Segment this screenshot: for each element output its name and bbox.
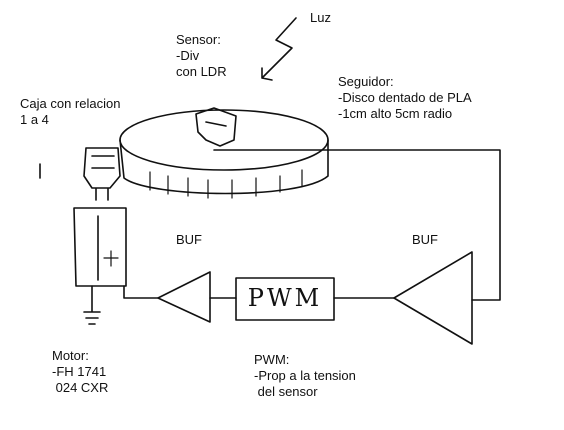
gearbox — [83, 147, 121, 201]
disc-teeth — [149, 169, 303, 199]
sensor-label: Sensor: -Div con LDR — [176, 32, 227, 80]
gearbox-label-line: 1 a 4 — [20, 112, 49, 127]
buffer-left-label: BUF — [176, 232, 202, 247]
sensor-label-line: -Div — [176, 48, 200, 63]
pwm-block-label: PWM — [247, 284, 323, 312]
disc-top — [119, 109, 329, 171]
seguidor-label: Seguidor: -Disco dentado de PLA -1cm alt… — [338, 74, 472, 122]
buffer-left — [157, 271, 211, 323]
pwm-block — [235, 277, 335, 321]
motor-label-line: 024 CXR — [52, 380, 109, 395]
gearbox-label-line: Caja con relacion — [20, 96, 121, 111]
gearbox-label: Caja con relacion 1 a 4 — [20, 96, 120, 128]
motor-body — [73, 207, 127, 287]
ground-symbol — [83, 285, 101, 325]
pwm-note-line: PWM: — [254, 352, 290, 367]
light-bolt-icon — [261, 17, 297, 81]
buffer-left-output-wire — [123, 285, 159, 299]
motor-label-line: -FH 1741 — [52, 364, 107, 379]
seguidor-label-line: -Disco dentado de PLA — [338, 90, 472, 105]
motor-label-line: Motor: — [52, 348, 89, 363]
pwm-note-label: PWM: -Prop a la tension del sensor — [254, 352, 356, 400]
sensor-label-line: con LDR — [176, 64, 227, 79]
seguidor-label-line: -1cm alto 5cm radio — [338, 106, 453, 121]
motor-plus-sign — [103, 250, 119, 267]
disc-rim — [119, 139, 329, 195]
sensor-mount — [195, 107, 237, 147]
buffer-right — [393, 251, 473, 345]
sensor-label-line: Sensor: — [176, 32, 221, 47]
motor-label: Motor: -FH 1741 024 CXR — [52, 348, 108, 396]
buffer-right-label: BUF — [412, 232, 438, 247]
pwm-note-line: del sensor — [254, 384, 318, 399]
light-label: Luz — [310, 10, 331, 25]
pwm-note-line: -Prop a la tension — [254, 368, 356, 383]
sensor-wire — [213, 149, 501, 301]
seguidor-label-line: Seguidor: — [338, 74, 394, 89]
